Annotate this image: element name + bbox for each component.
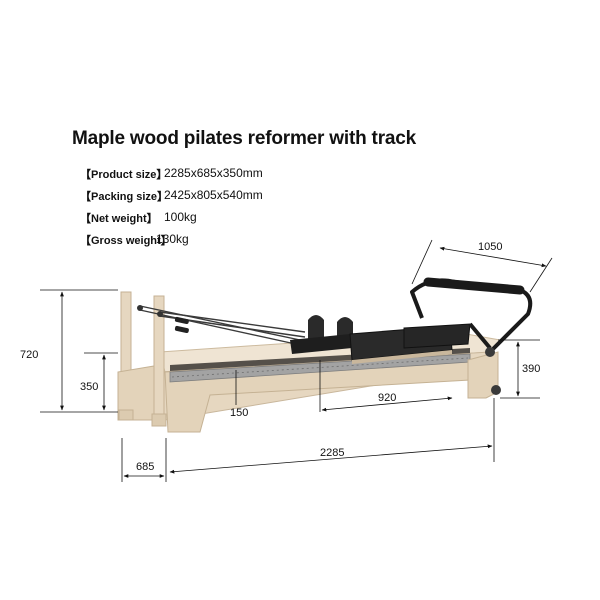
spec-label: 【Packing size】 [80,191,169,203]
spec-value: 2425x805x540mm [164,188,263,202]
spec-label: 【Gross weight】 [80,235,172,247]
spec-net-weight: 【Net weight】 100kg [80,210,197,226]
spec-label: 【Product size】 [80,169,168,181]
spec-value: 100kg [164,210,197,224]
rope-lines [139,305,306,346]
reformer-illustration [117,277,533,433]
spec-gross-weight: 【Gross weight】 130kg [80,232,189,248]
dim-frame-height: 350 [80,381,98,393]
shoulder-rest-left [308,315,324,342]
dimension-lines [40,239,553,482]
page-title: Maple wood pilates reformer with track [72,128,416,149]
dim-footbar-height: 390 [522,363,540,375]
spec-value: 130kg [156,232,189,246]
dim-length: 2285 [320,447,344,459]
spec-label: 【Net weight】 [80,213,158,225]
pulley-icon [137,305,143,311]
handle-icon [174,316,189,325]
handle-icon [174,325,189,334]
headrest [290,334,352,354]
spec-value: 2285x685x350mm [164,166,263,180]
footbar-padding [423,277,525,295]
dim-total-height: 720 [20,349,38,361]
dim-track-offset: 150 [230,407,248,419]
spec-product-size: 【Product size】 2285x685x350mm [80,166,263,182]
pulley-icon [157,311,163,317]
dim-width: 685 [136,461,154,473]
standing-platform [403,323,471,349]
footbar-pivot-icon [485,347,495,357]
dim-carriage-travel: 920 [378,392,396,404]
wheel-icon [491,385,501,395]
spec-packing-size: 【Packing size】 2425x805x540mm [80,188,263,204]
dim-footbar-width: 1050 [478,241,502,253]
